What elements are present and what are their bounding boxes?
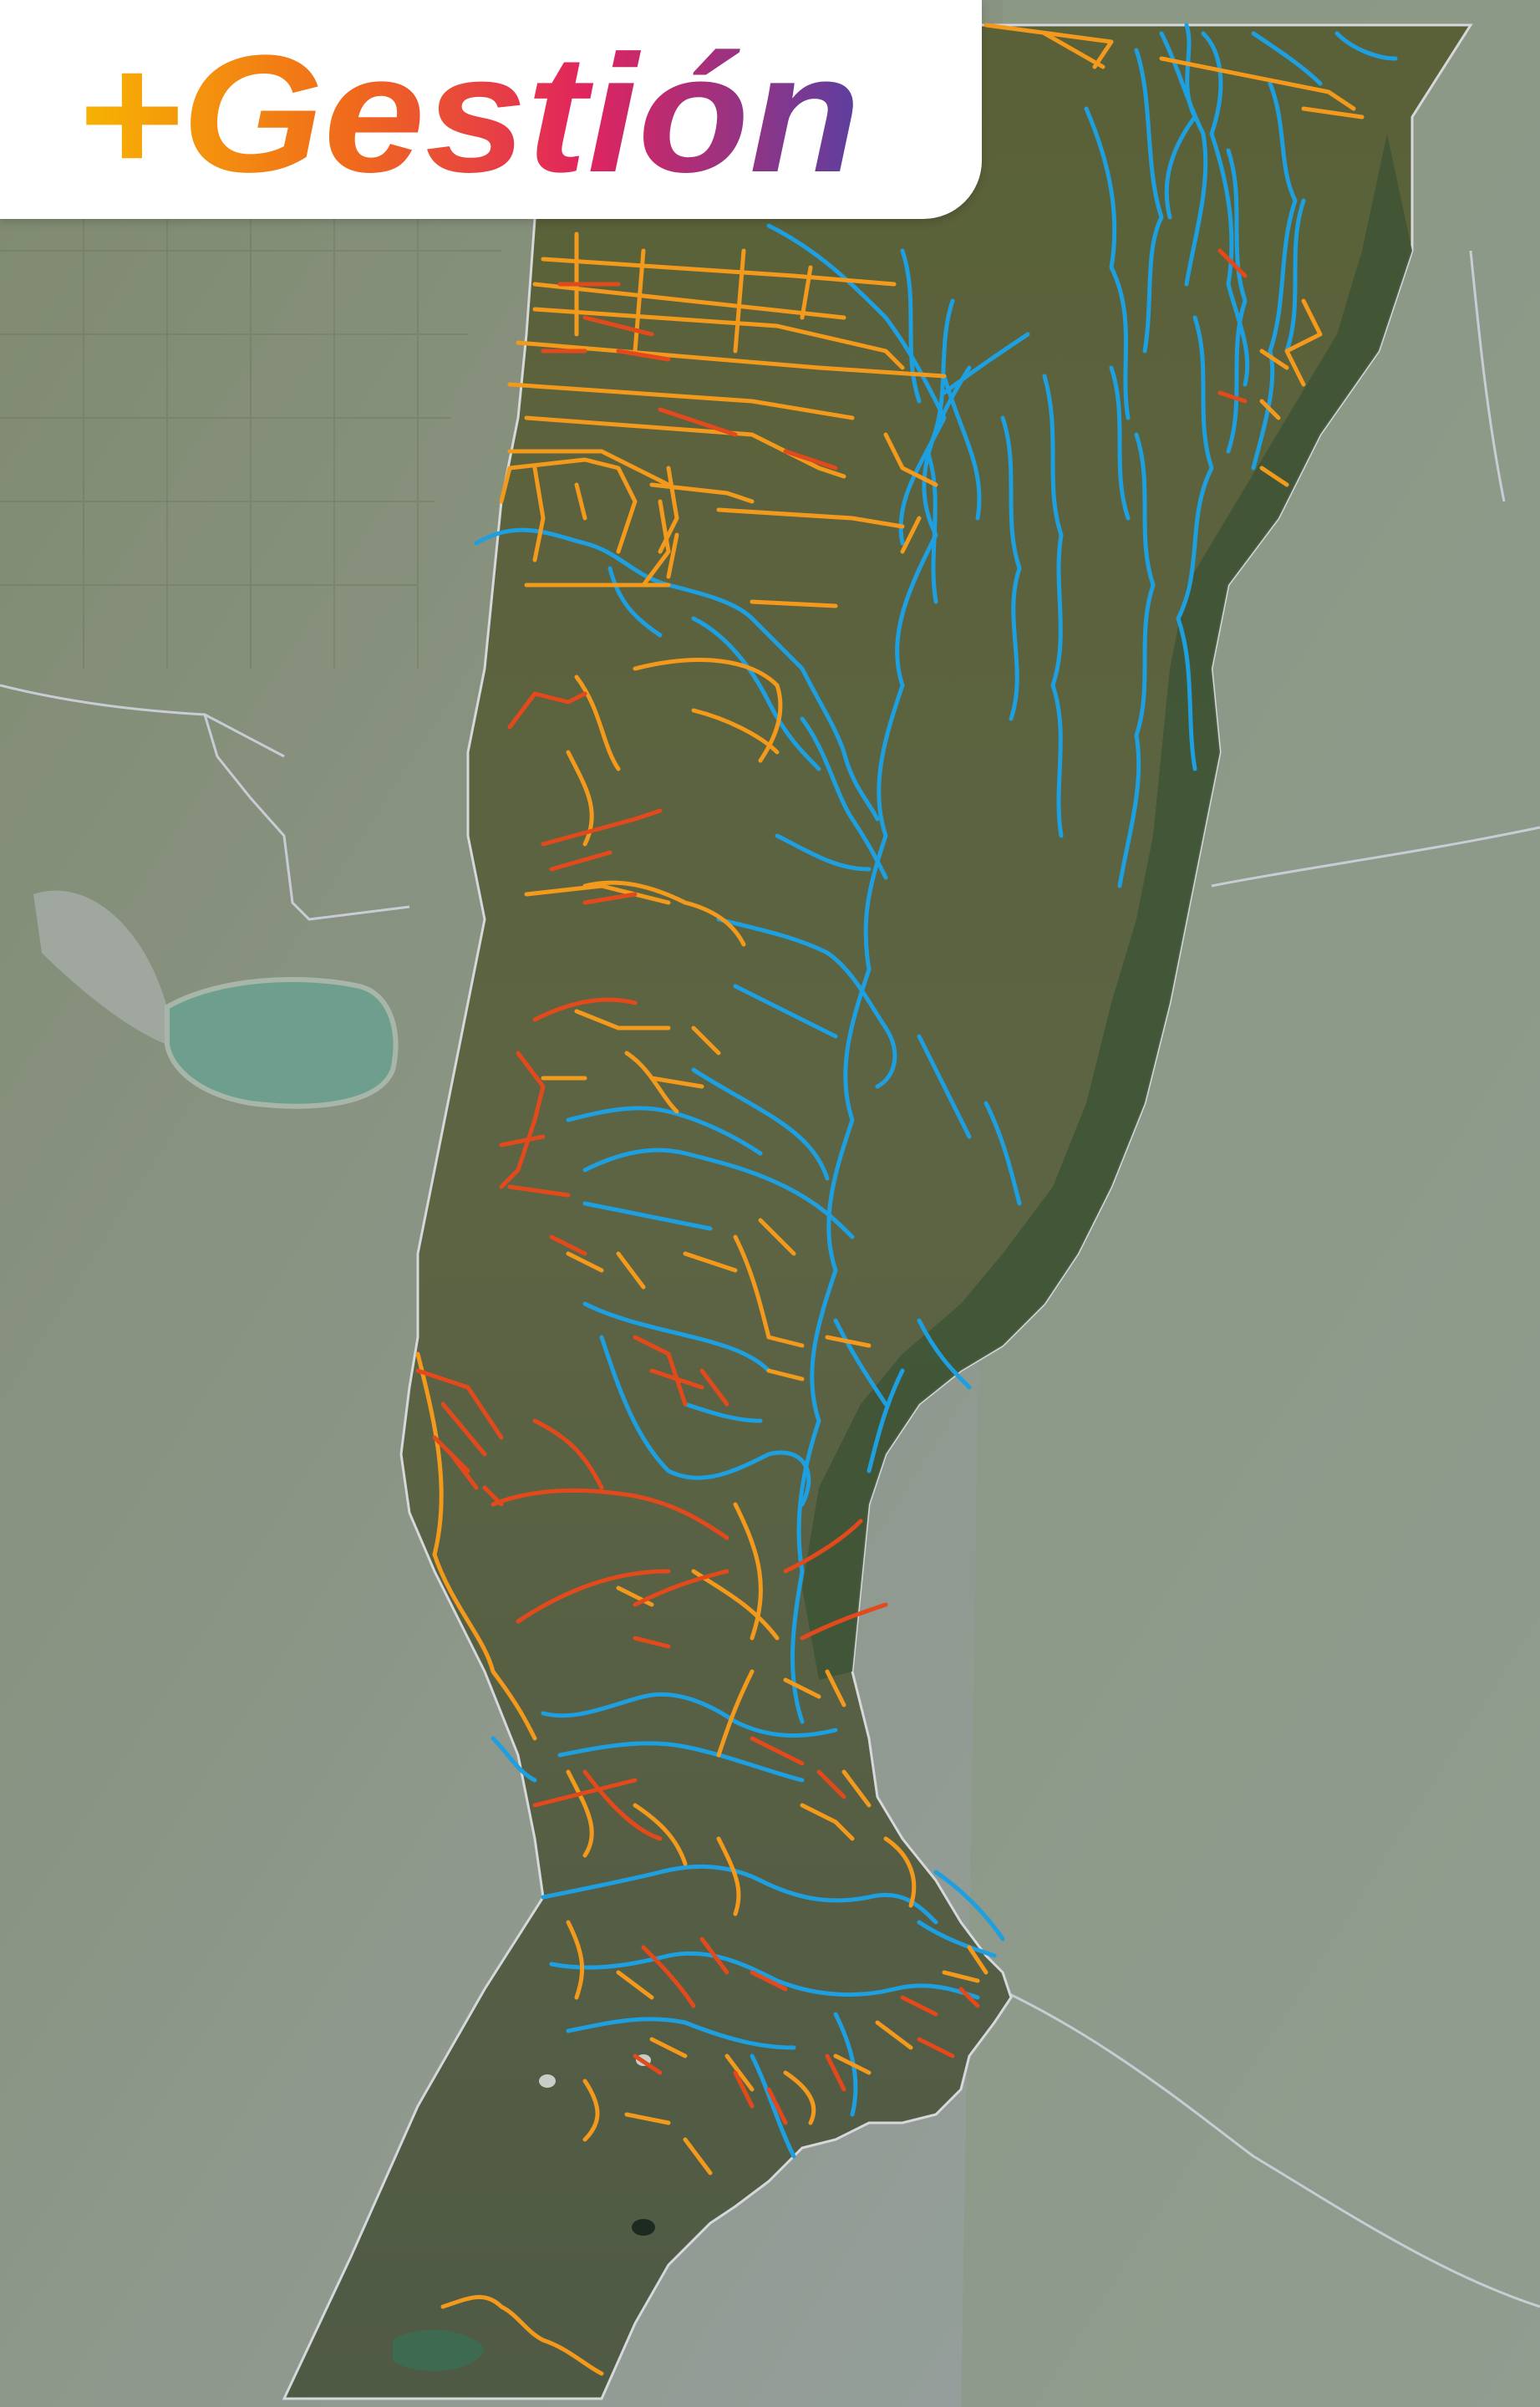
- brand-logo: +Gestión: [75, 21, 861, 207]
- neighbour-borders: [0, 250, 1540, 2308]
- province-lakes: [393, 2054, 655, 2371]
- river-network: [474, 23, 1398, 2159]
- priority-canal-network: [415, 248, 1248, 2125]
- salt-flat-west: [33, 890, 167, 1045]
- canal-network: [415, 23, 1365, 2376]
- wetland-band: [802, 134, 1412, 1680]
- brand-banner: +Gestión: [0, 0, 982, 219]
- brand-logo-text: +Gestión: [75, 21, 861, 207]
- lake-west: [165, 977, 399, 1109]
